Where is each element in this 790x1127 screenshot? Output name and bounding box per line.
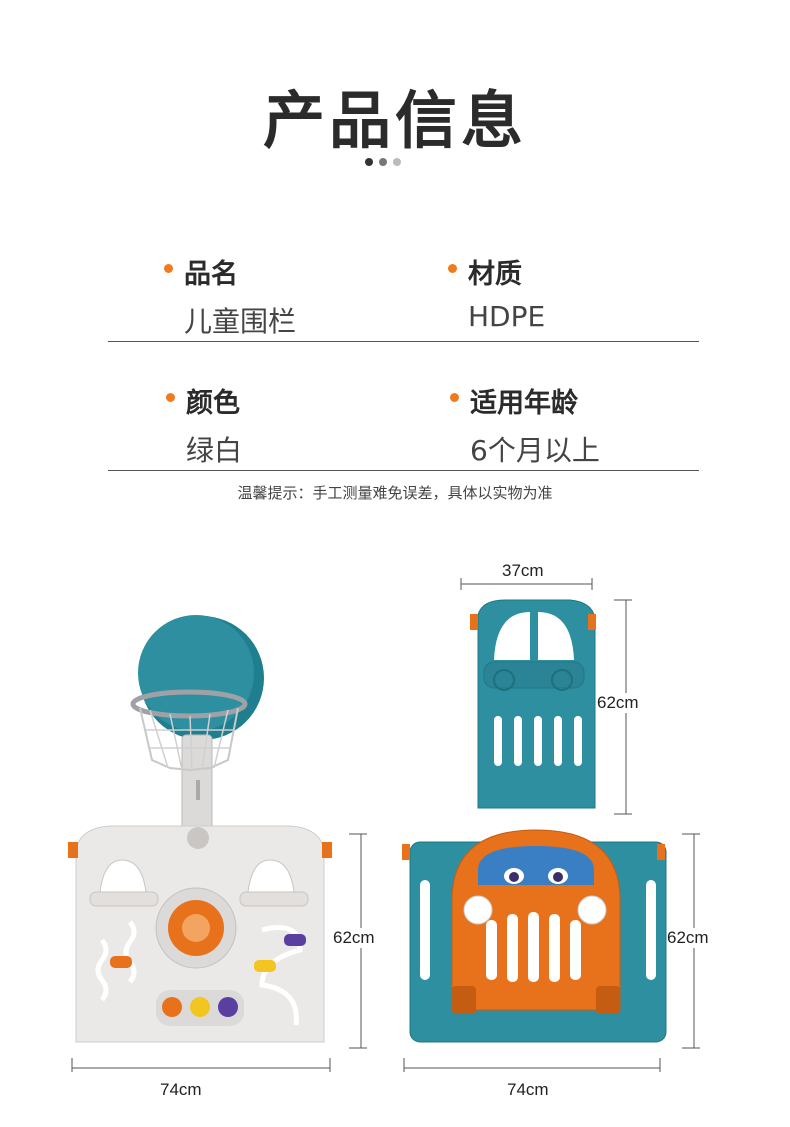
title-dots (365, 158, 401, 166)
dot-1 (365, 158, 373, 166)
white-activity-panel (68, 825, 332, 1043)
age-label: 适用年龄 (470, 388, 578, 419)
right-panel-width-label: 74cm (507, 1080, 549, 1099)
color-label: 颜色 (186, 388, 240, 419)
basketball-hoop (130, 615, 264, 836)
measurement-note: 温馨提示：手工测量难免误差，具体以实物为准 (237, 484, 553, 502)
top-panel-height-label: 62cm (597, 693, 639, 713)
material-label: 材质 (468, 259, 522, 290)
left-panel-height-label: 62cm (333, 928, 375, 948)
small-teal-panel (470, 599, 596, 809)
car-teal-panel (402, 829, 667, 1043)
dot-2 (379, 158, 387, 166)
bullet-icon (448, 264, 457, 273)
page-title: 产品信息 (262, 84, 527, 157)
age-value: 6个月以上 (470, 434, 600, 467)
bullet-icon (450, 393, 459, 402)
top-panel-width-label: 37cm (502, 561, 544, 580)
name-value: 儿童围栏 (184, 305, 297, 338)
name-label: 品名 (184, 259, 238, 290)
color-value: 绿白 (186, 434, 243, 467)
left-panel-width-label: 74cm (160, 1080, 202, 1099)
divider (108, 470, 699, 471)
product-illustration (68, 578, 700, 1072)
material-value: HDPE (468, 300, 546, 333)
bullet-icon (164, 264, 173, 273)
right-panel-height-label: 62cm (667, 928, 709, 948)
bullet-icon (166, 393, 175, 402)
divider (108, 341, 699, 342)
dot-3 (393, 158, 401, 166)
